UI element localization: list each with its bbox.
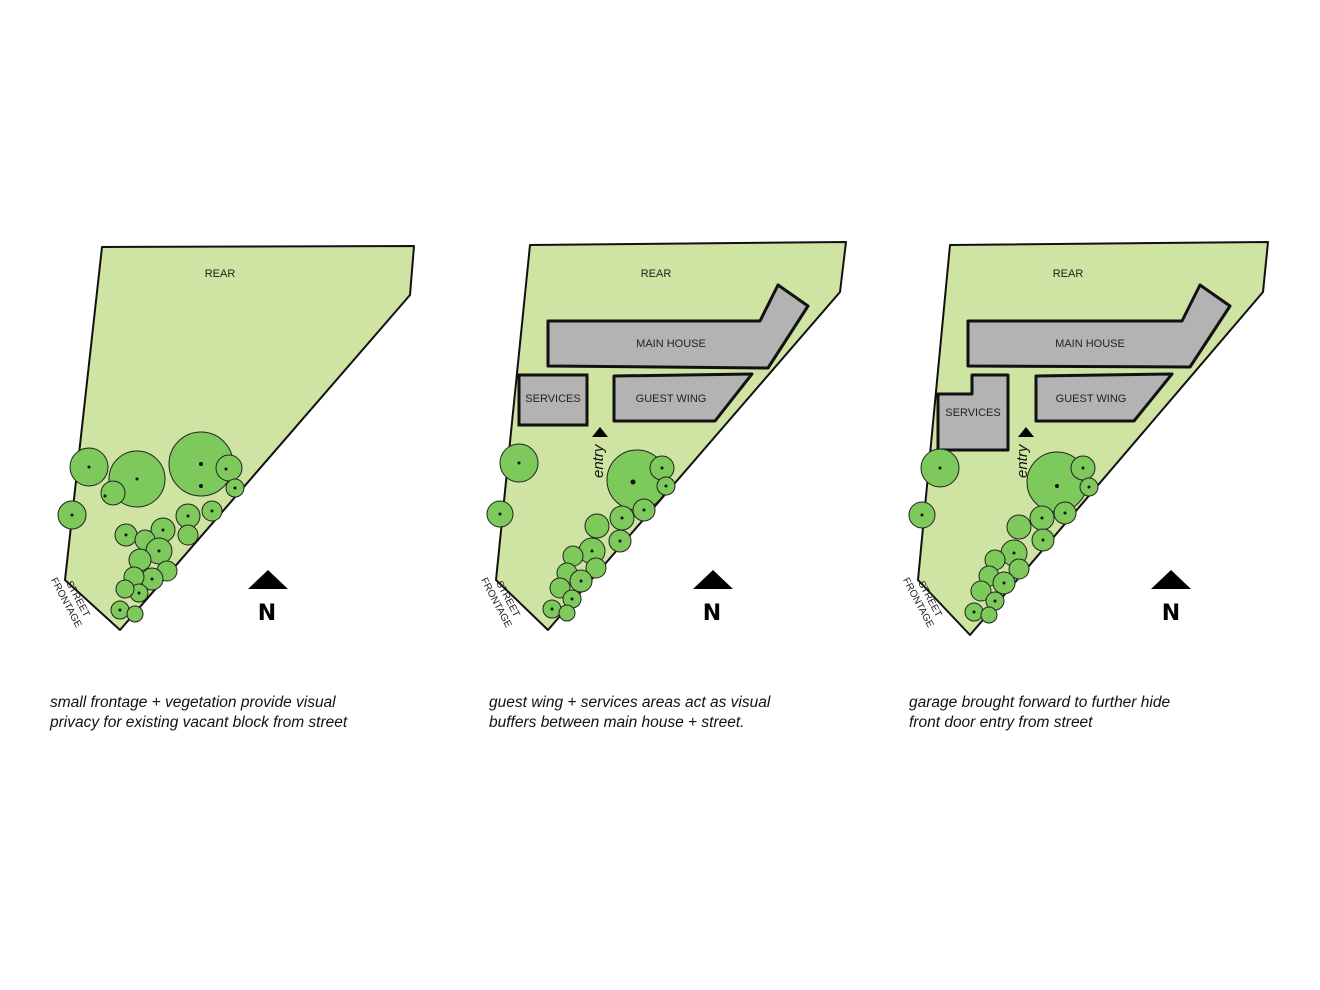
- main-house-label: MAIN HOUSE: [1055, 338, 1125, 350]
- tree: [558, 604, 576, 622]
- svg-text:N: N: [703, 601, 721, 626]
- tree: [1008, 558, 1030, 580]
- north-arrow: N: [248, 570, 288, 626]
- svg-text:N: N: [258, 601, 276, 626]
- entry-label: entry: [1014, 443, 1031, 478]
- north-arrow: N: [693, 570, 733, 626]
- services-label: SERVICES: [525, 393, 580, 405]
- tree: [584, 513, 610, 539]
- tree: [585, 557, 607, 579]
- guest-wing-block: [612, 372, 754, 423]
- svg-text:N: N: [1162, 601, 1180, 626]
- tree: [970, 580, 992, 602]
- guest-wing-label: GUEST WING: [636, 393, 707, 405]
- guest-wing-label: GUEST WING: [1056, 393, 1127, 405]
- panel-2-buffer-layout: REAR MAIN HOUSE SERVICES GUEST WING entr…: [478, 241, 847, 631]
- caption-line: buffers between main house + street.: [489, 714, 745, 731]
- guest-wing-block: [1034, 372, 1174, 423]
- tree: [177, 524, 199, 546]
- tree: [215, 454, 243, 482]
- north-arrow: N: [1151, 570, 1191, 626]
- tree: [126, 605, 144, 623]
- services-block: [517, 373, 589, 427]
- rear-label: REAR: [1053, 268, 1084, 280]
- caption-line: front door entry from street: [909, 714, 1093, 731]
- tree: [980, 606, 998, 624]
- tree-trunk-dots: [70, 462, 237, 612]
- caption-line: garage brought forward to further hide: [909, 694, 1171, 711]
- main-house-label: MAIN HOUSE: [636, 338, 706, 350]
- caption-line: small frontage + vegetation provide visu…: [50, 694, 336, 711]
- tree-trunk-dots: [920, 466, 1091, 614]
- tree-trunk-dots: [498, 461, 668, 611]
- tree: [115, 579, 135, 599]
- tree: [1006, 514, 1032, 540]
- services-label: SERVICES: [945, 407, 1000, 419]
- north-arrow-icon: [248, 570, 288, 589]
- main-house-block: [546, 283, 810, 370]
- rear-label: REAR: [641, 268, 672, 280]
- panel-3-garage-forward: REAR MAIN HOUSE SERVICES GUEST WING entr…: [900, 241, 1269, 636]
- north-arrow-icon: [1151, 570, 1191, 589]
- caption-panel-1: small frontage + vegetation provide visu…: [50, 693, 347, 733]
- caption-line: privacy for existing vacant block from s…: [50, 714, 348, 731]
- caption-panel-3: garage brought forward to further hide f…: [909, 693, 1170, 733]
- north-arrow-icon: [693, 570, 733, 589]
- caption-panel-2: guest wing + services areas act as visua…: [489, 693, 770, 733]
- caption-line: guest wing + services areas act as visua…: [489, 694, 771, 711]
- entry-arrow-icon: [1018, 427, 1034, 437]
- main-house-block: [966, 283, 1232, 369]
- entry-label: entry: [590, 443, 607, 478]
- rear-label: REAR: [205, 268, 236, 280]
- entry-arrow-icon: [592, 427, 608, 437]
- tree: [100, 480, 126, 506]
- panel-1-existing-site: REAR: [48, 245, 415, 631]
- site-boundary: [64, 245, 415, 631]
